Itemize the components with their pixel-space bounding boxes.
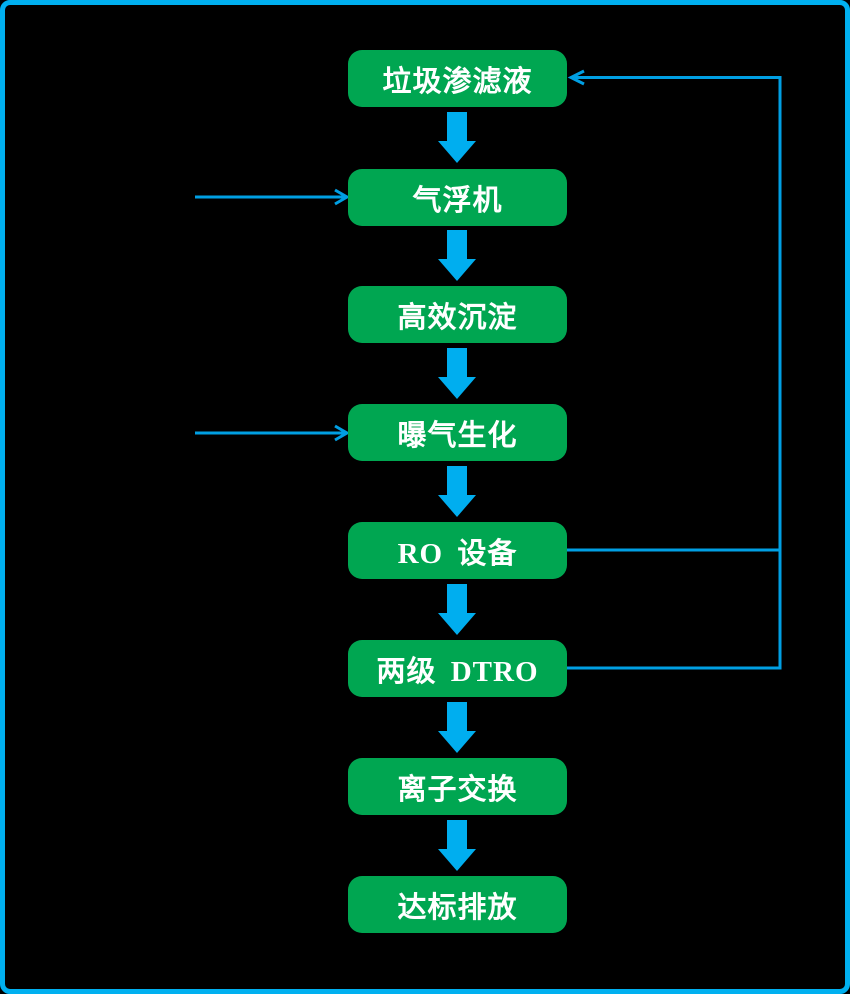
block-arrow-leachate-to-flotation <box>438 112 476 163</box>
block-arrow-ion-exchange-to-discharge <box>438 820 476 871</box>
block-arrow-sedimentation-to-aeration <box>438 348 476 399</box>
node-discharge: 达标排放 <box>348 876 567 933</box>
node-air-flotation: 气浮机 <box>348 169 567 226</box>
inlet-arrowhead-to-flotation <box>334 188 350 206</box>
node-ion-exchange: 离子交换 <box>348 758 567 815</box>
block-arrow-dtro-to-ion-exchange <box>438 702 476 753</box>
recycle-arrowhead-into-leachate <box>567 69 585 86</box>
node-ro-equipment: RO 设备 <box>348 522 567 579</box>
block-arrow-ro-to-dtro <box>438 584 476 635</box>
node-aeration-bio: 曝气生化 <box>348 404 567 461</box>
block-arrow-flotation-to-sedimentation <box>438 230 476 281</box>
node-leachate: 垃圾渗滤液 <box>348 50 567 107</box>
node-two-stage-dtro: 两级 DTRO <box>348 640 567 697</box>
node-sedimentation: 高效沉淀 <box>348 286 567 343</box>
recycle-line-from-dtro-to-leachate <box>567 76 782 670</box>
block-arrow-aeration-to-ro <box>438 466 476 517</box>
inlet-arrowhead-to-aeration <box>334 424 350 442</box>
